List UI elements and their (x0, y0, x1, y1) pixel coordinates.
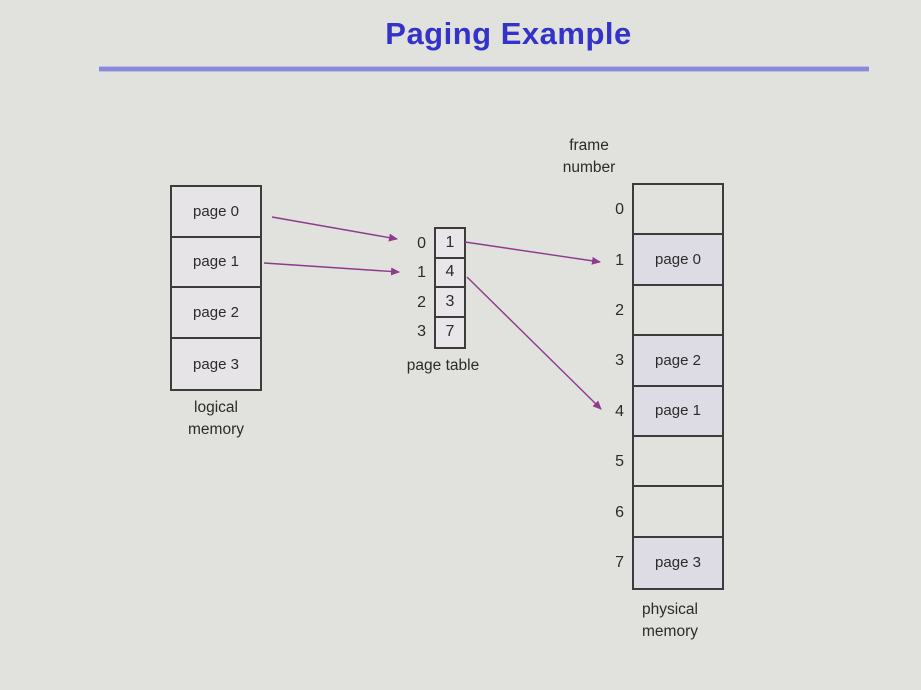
page-table-label: page table (406, 357, 480, 374)
frame-number: 6 (615, 503, 624, 521)
logical-memory-cell: page 2 (172, 288, 260, 339)
frame-number: 3 (615, 352, 624, 370)
physical-memory: 0 1 2 3 4 5 6 7 page 0 page 2 page 1 pag… (598, 183, 724, 591)
frame-number: 2 (615, 301, 624, 319)
frame-number: 4 (615, 402, 624, 420)
physical-frame (634, 487, 722, 538)
arrow-page1-to-pagetable1-icon (263, 262, 400, 276)
frame-number: 1 (615, 251, 624, 269)
page-table-index-column: 0 1 2 3 (400, 229, 434, 349)
logical-memory-cells: page 0 page 1 page 2 page 3 (170, 185, 262, 392)
physical-frame (634, 185, 722, 236)
page-table-entry: 7 (436, 317, 464, 347)
page-table-index: 0 (417, 234, 426, 252)
physical-frame (634, 285, 722, 337)
slide-title: Paging Example (385, 16, 632, 51)
frame-number: 5 (615, 453, 624, 471)
page-table-index: 3 (417, 323, 426, 341)
page-table-entry: 1 (436, 229, 464, 259)
physical-frame: page 0 (634, 235, 722, 286)
frame-number-label: frame number (562, 137, 616, 176)
page-table-index: 2 (417, 293, 426, 311)
physical-memory-label: physical memory (642, 601, 698, 640)
logical-memory-label: logical memory (188, 399, 244, 438)
page-table-entry: 4 (436, 258, 464, 288)
physical-memory-cells: page 0 page 2 page 1 page 3 (632, 183, 724, 591)
arrow-pagetable0-to-frame1-icon (464, 241, 601, 265)
physical-frame: page 1 (634, 386, 722, 437)
logical-memory-cell: page 1 (172, 237, 260, 289)
title-underline (99, 66, 869, 72)
arrow-pagetable1-to-frame4-icon (466, 276, 602, 410)
page-table-index: 1 (417, 264, 426, 282)
page-table-entry: 3 (436, 288, 464, 318)
physical-frame (634, 436, 722, 488)
page-table: 0 1 2 3 1 4 3 7 (400, 227, 466, 349)
frame-number-column: 0 1 2 3 4 5 6 7 (598, 185, 632, 590)
physical-frame: page 2 (634, 336, 722, 387)
physical-frame: page 3 (634, 537, 722, 589)
logical-memory-cell: page 0 (172, 187, 260, 238)
arrow-page0-to-pagetable0-icon (271, 216, 398, 242)
page-table-cells: 1 4 3 7 (434, 227, 466, 349)
frame-number: 7 (615, 553, 624, 571)
logical-memory: page 0 page 1 page 2 page 3 (170, 185, 262, 392)
logical-memory-cell: page 3 (172, 338, 260, 390)
frame-number: 0 (615, 201, 624, 219)
